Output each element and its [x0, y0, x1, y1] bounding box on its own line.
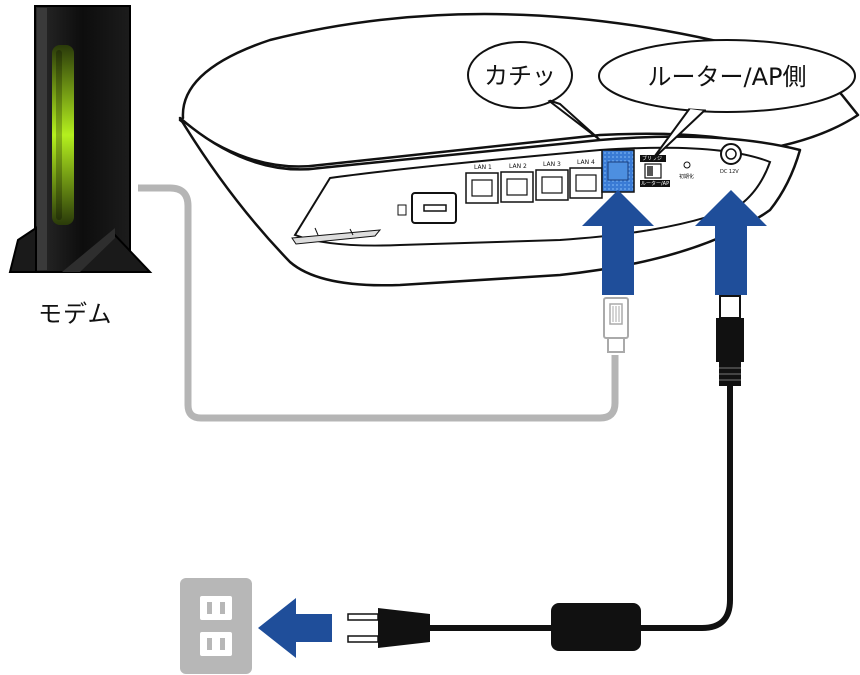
ac-adapter-icon: [551, 603, 641, 651]
dc-plug-icon: [716, 295, 744, 386]
modem-status-led: [52, 45, 74, 225]
lan-4-label: LAN 4: [577, 159, 595, 166]
callout-click: カチッ: [467, 41, 601, 141]
lan-port-4: LAN 4: [569, 159, 603, 199]
power-cable: [640, 386, 733, 631]
lan-port-1: LAN 1: [465, 164, 499, 204]
dc-label: DC 12V: [720, 169, 739, 175]
reset-button: 初期化: [679, 161, 694, 180]
ac-plug-icon: [347, 608, 430, 648]
rj45-connector-icon: [603, 297, 629, 353]
switch-bottom-label: ルーター/AP: [641, 180, 669, 187]
callout-router-ap-side: ルーター/AP側: [598, 39, 856, 161]
lan-3-label: LAN 3: [543, 161, 561, 168]
wan-port: [601, 149, 635, 193]
callout-router-ap-text: ルーター/AP側: [648, 63, 807, 91]
reset-label: 初期化: [679, 173, 694, 180]
lan-cable: [138, 184, 619, 422]
callout-click-text: カチッ: [484, 62, 556, 90]
arrow-left-icon: [258, 598, 332, 658]
dc-jack: DC 12V: [720, 143, 742, 175]
arrow-up-lan-icon: [582, 190, 654, 295]
lan-2-label: LAN 2: [509, 163, 527, 170]
arrow-up-power-icon: [695, 190, 767, 295]
lan-1-label: LAN 1: [474, 164, 492, 171]
lan-port-2: LAN 2: [500, 163, 534, 203]
modem: [8, 5, 153, 273]
lan-port-3: LAN 3: [535, 161, 569, 201]
wall-outlet-icon: [180, 578, 252, 674]
modem-label: モデム: [38, 300, 113, 328]
